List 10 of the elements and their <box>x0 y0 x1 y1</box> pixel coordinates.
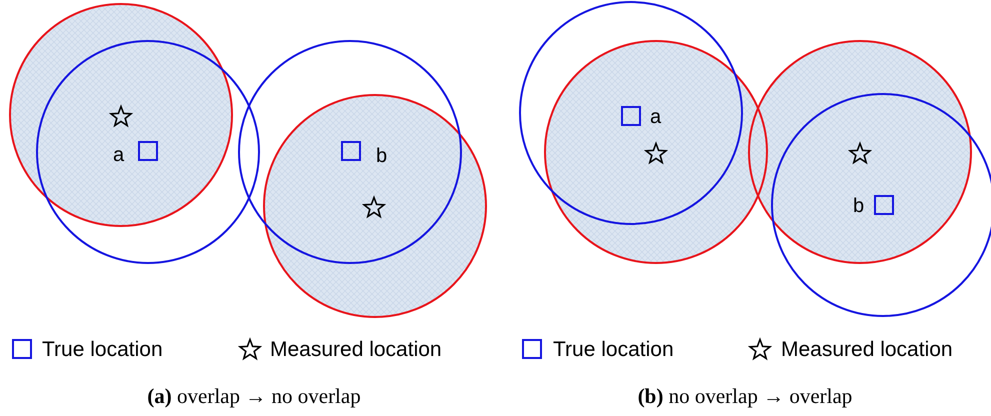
location-label: a <box>650 107 662 127</box>
location-label: a <box>113 145 124 165</box>
subfigure-caption: (a) overlap → no overlap <box>147 386 361 407</box>
location-label: b <box>376 146 388 166</box>
location-label: b <box>853 196 864 216</box>
subfigure-caption: (b) no overlap → overlap <box>638 386 852 407</box>
legend-label: True location <box>42 339 163 360</box>
legend-label: Measured location <box>270 339 442 360</box>
legend-label: True location <box>553 339 674 360</box>
legend-label: Measured location <box>781 339 953 360</box>
